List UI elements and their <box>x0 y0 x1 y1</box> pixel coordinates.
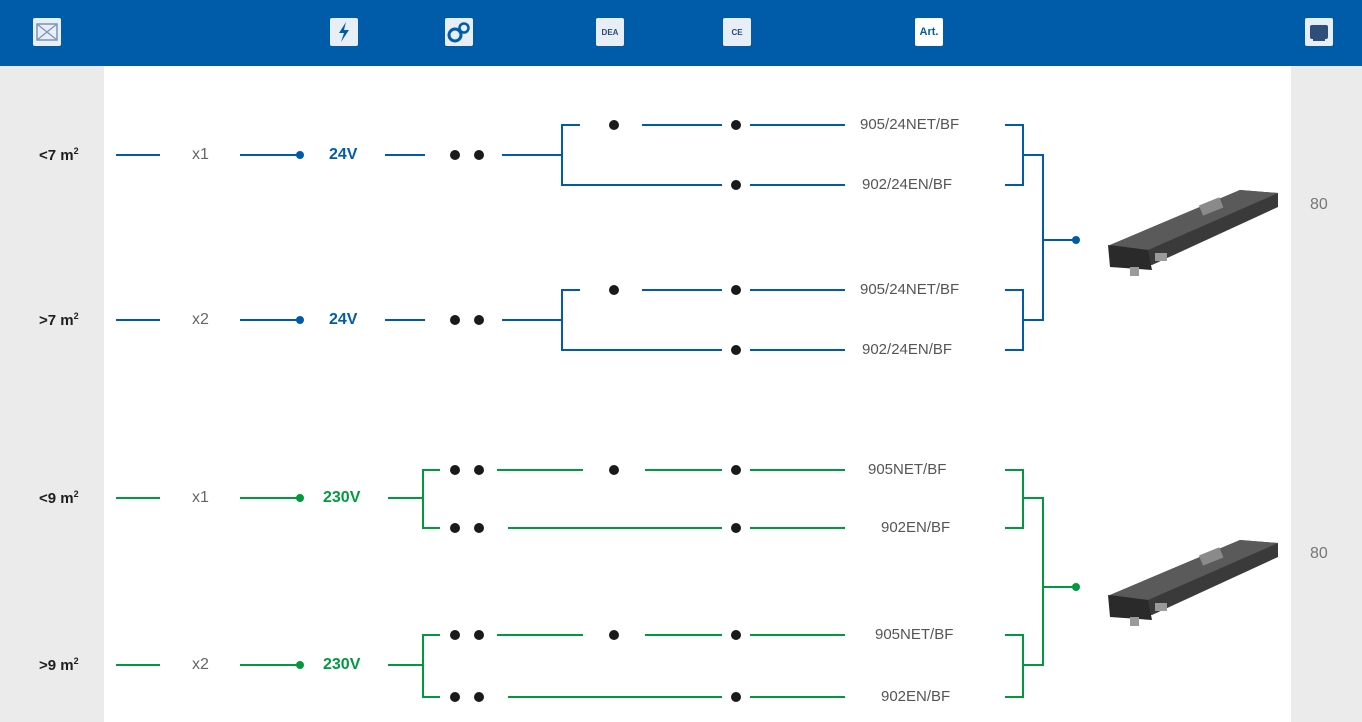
motor-image <box>1108 190 1278 276</box>
value-column <box>1291 66 1362 722</box>
article-code: 902/24EN/BF <box>862 341 953 358</box>
article-code: 905NET/BF <box>868 461 947 478</box>
area-label: <9 m2 <box>39 489 79 507</box>
quantity-label: x2 <box>192 311 209 328</box>
article-code: 902EN/BF <box>881 519 951 536</box>
area-column <box>0 66 104 722</box>
motor-icon <box>1305 18 1333 46</box>
quantity-label: x1 <box>192 146 209 163</box>
window-icon <box>33 18 61 46</box>
article-code: 902EN/BF <box>881 688 951 705</box>
area-label: >9 m2 <box>39 656 79 674</box>
article-icon: Art. <box>915 18 943 46</box>
standards-icon: CE <box>723 18 751 46</box>
dea-logo-icon: DEA <box>596 18 624 46</box>
header-bar: DEA CE Art. <box>0 0 1362 66</box>
voltage-label: 230V <box>323 656 361 673</box>
quantity-label: x2 <box>192 656 209 673</box>
motor-image <box>1108 540 1278 626</box>
article-code: 905/24NET/BF <box>860 116 960 133</box>
power-icon <box>330 18 358 46</box>
quantity-label: x1 <box>192 489 209 506</box>
area-label: <7 m2 <box>39 146 79 164</box>
voltage-label: 24V <box>329 311 358 328</box>
value-label: 80 <box>1310 196 1328 213</box>
voltage-label: 230V <box>323 489 361 506</box>
article-code: 902/24EN/BF <box>862 176 953 193</box>
gears-icon <box>445 18 473 46</box>
article-code: 905NET/BF <box>875 626 954 643</box>
value-label: 80 <box>1310 545 1328 562</box>
area-label: >7 m2 <box>39 311 79 329</box>
article-code: 905/24NET/BF <box>860 281 960 298</box>
voltage-label: 24V <box>329 146 358 163</box>
